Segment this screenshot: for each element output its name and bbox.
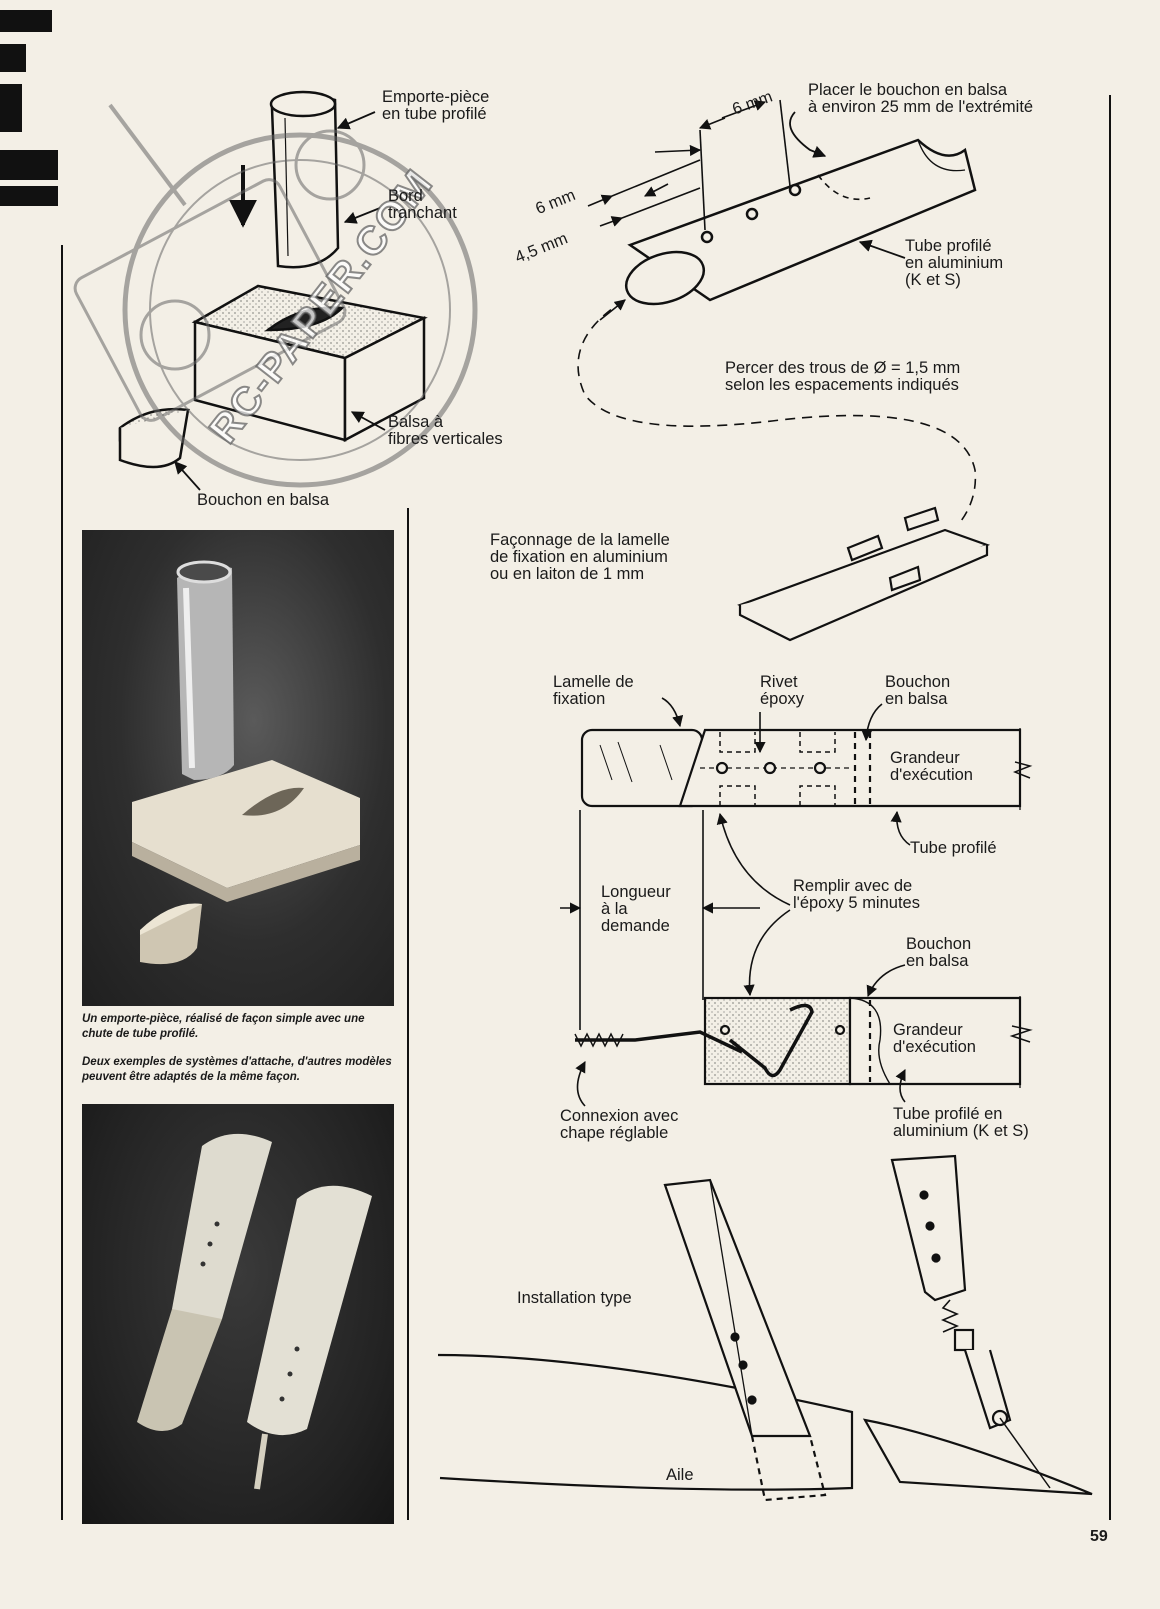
label-bouchon-balsa-mid: Bouchon en balsa <box>885 673 951 708</box>
punch-tube-drawing <box>269 90 340 269</box>
section-view-2 <box>574 996 1033 1088</box>
label-placer-bouchon: Placer le bouchon en balsa à environ 25 … <box>808 81 1034 116</box>
caption-photo-2: Deux exemples de systèmes d'attache, d'a… <box>82 1056 392 1083</box>
label-rivet-epoxy: Rivet époxy <box>760 673 805 708</box>
label-remplir: Remplir avec de l'époxy 5 minutes <box>793 877 920 912</box>
fixation-plate-drawing <box>737 506 991 642</box>
photo-1-illustration <box>132 560 360 965</box>
balsa-block-drawing <box>191 284 428 443</box>
label-connexion: Connexion avec chape réglable <box>560 1107 679 1142</box>
label-installation: Installation type <box>517 1289 632 1307</box>
print-mark-white-bar <box>0 180 58 186</box>
label-percer-trous: Percer des trous de Ø = 1,5 mm selon les… <box>725 359 961 394</box>
print-mark-1 <box>0 10 52 32</box>
watermark-logo <box>73 103 478 488</box>
label-bouchon-balsa-top: Bouchon en balsa <box>197 491 330 509</box>
label-faconnage: Façonnage de la lamelle de fixation en a… <box>490 531 670 583</box>
label-lamelle-fixation: Lamelle de fixation <box>553 673 634 708</box>
print-mark-4 <box>0 150 58 206</box>
label-bouchon-balsa-low: Bouchon en balsa <box>906 935 972 970</box>
label-longueur: Longueur à la demande <box>601 883 671 935</box>
photo-punch-and-block <box>82 530 394 1006</box>
aluminium-tube-drawing <box>624 138 977 306</box>
label-aile: Aile <box>666 1466 694 1484</box>
photo-attachment-examples <box>82 1104 394 1524</box>
label-balsa-fibres: Balsa à fibres verticales <box>388 413 503 448</box>
installation-drawing <box>437 1154 1093 1502</box>
label-tube-profile-alu: Tube profilé en aluminium (K et S) <box>905 237 1004 289</box>
label-grandeur-1: Grandeur d'exécution <box>890 749 973 784</box>
page-number: 59 <box>1090 1528 1108 1545</box>
label-emporte-piece: Emporte-pièce en tube profilé <box>382 88 490 123</box>
label-grandeur-2: Grandeur d'exécution <box>893 1021 976 1056</box>
print-mark-3 <box>0 84 22 132</box>
label-tube-profile-alu-2: Tube profilé en aluminium (K et S) <box>893 1105 1029 1140</box>
label-bord-tranchant: Bord tranchant <box>388 187 457 222</box>
print-mark-2 <box>0 44 26 72</box>
photo-2-illustration <box>137 1133 372 1490</box>
label-tube-profile: Tube profilé <box>910 839 997 857</box>
caption-photo-1: Un emporte-pièce, réalisé de façon simpl… <box>82 1013 365 1040</box>
